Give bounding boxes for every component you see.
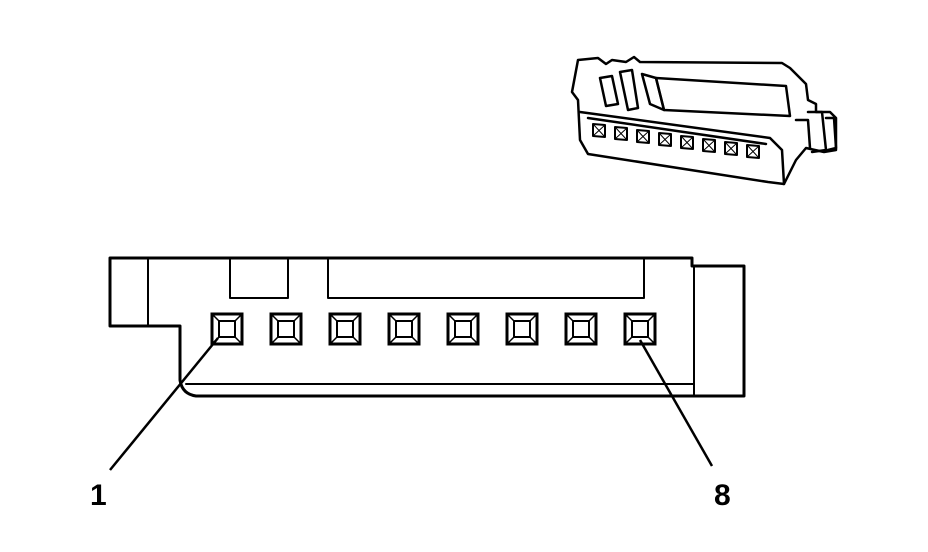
terminal-cavity-7 [564, 312, 598, 346]
callouts [109, 337, 714, 471]
callout-leader-1 [109, 337, 219, 471]
terminal-cavity-2 [269, 312, 303, 346]
terminal-cavity-6 [505, 312, 539, 346]
terminal-cavity-5 [446, 312, 480, 346]
housing-outline [108, 256, 746, 398]
terminal-cavities [210, 312, 657, 346]
top-recess [327, 257, 645, 299]
terminal-cavity-3 [328, 312, 362, 346]
terminal-cavity-8 [623, 312, 657, 346]
terminal-cavity-4 [387, 312, 421, 346]
callout-label-1: 1 [90, 479, 107, 512]
callout-leader-8 [638, 339, 714, 467]
iso-terminal-cavities [592, 123, 760, 159]
connector-front-view [108, 256, 746, 398]
callout-label-8: 8 [714, 479, 731, 512]
connector-isometric-view [570, 55, 838, 186]
latch-notch [229, 257, 289, 299]
terminal-cavity-1 [210, 312, 244, 346]
